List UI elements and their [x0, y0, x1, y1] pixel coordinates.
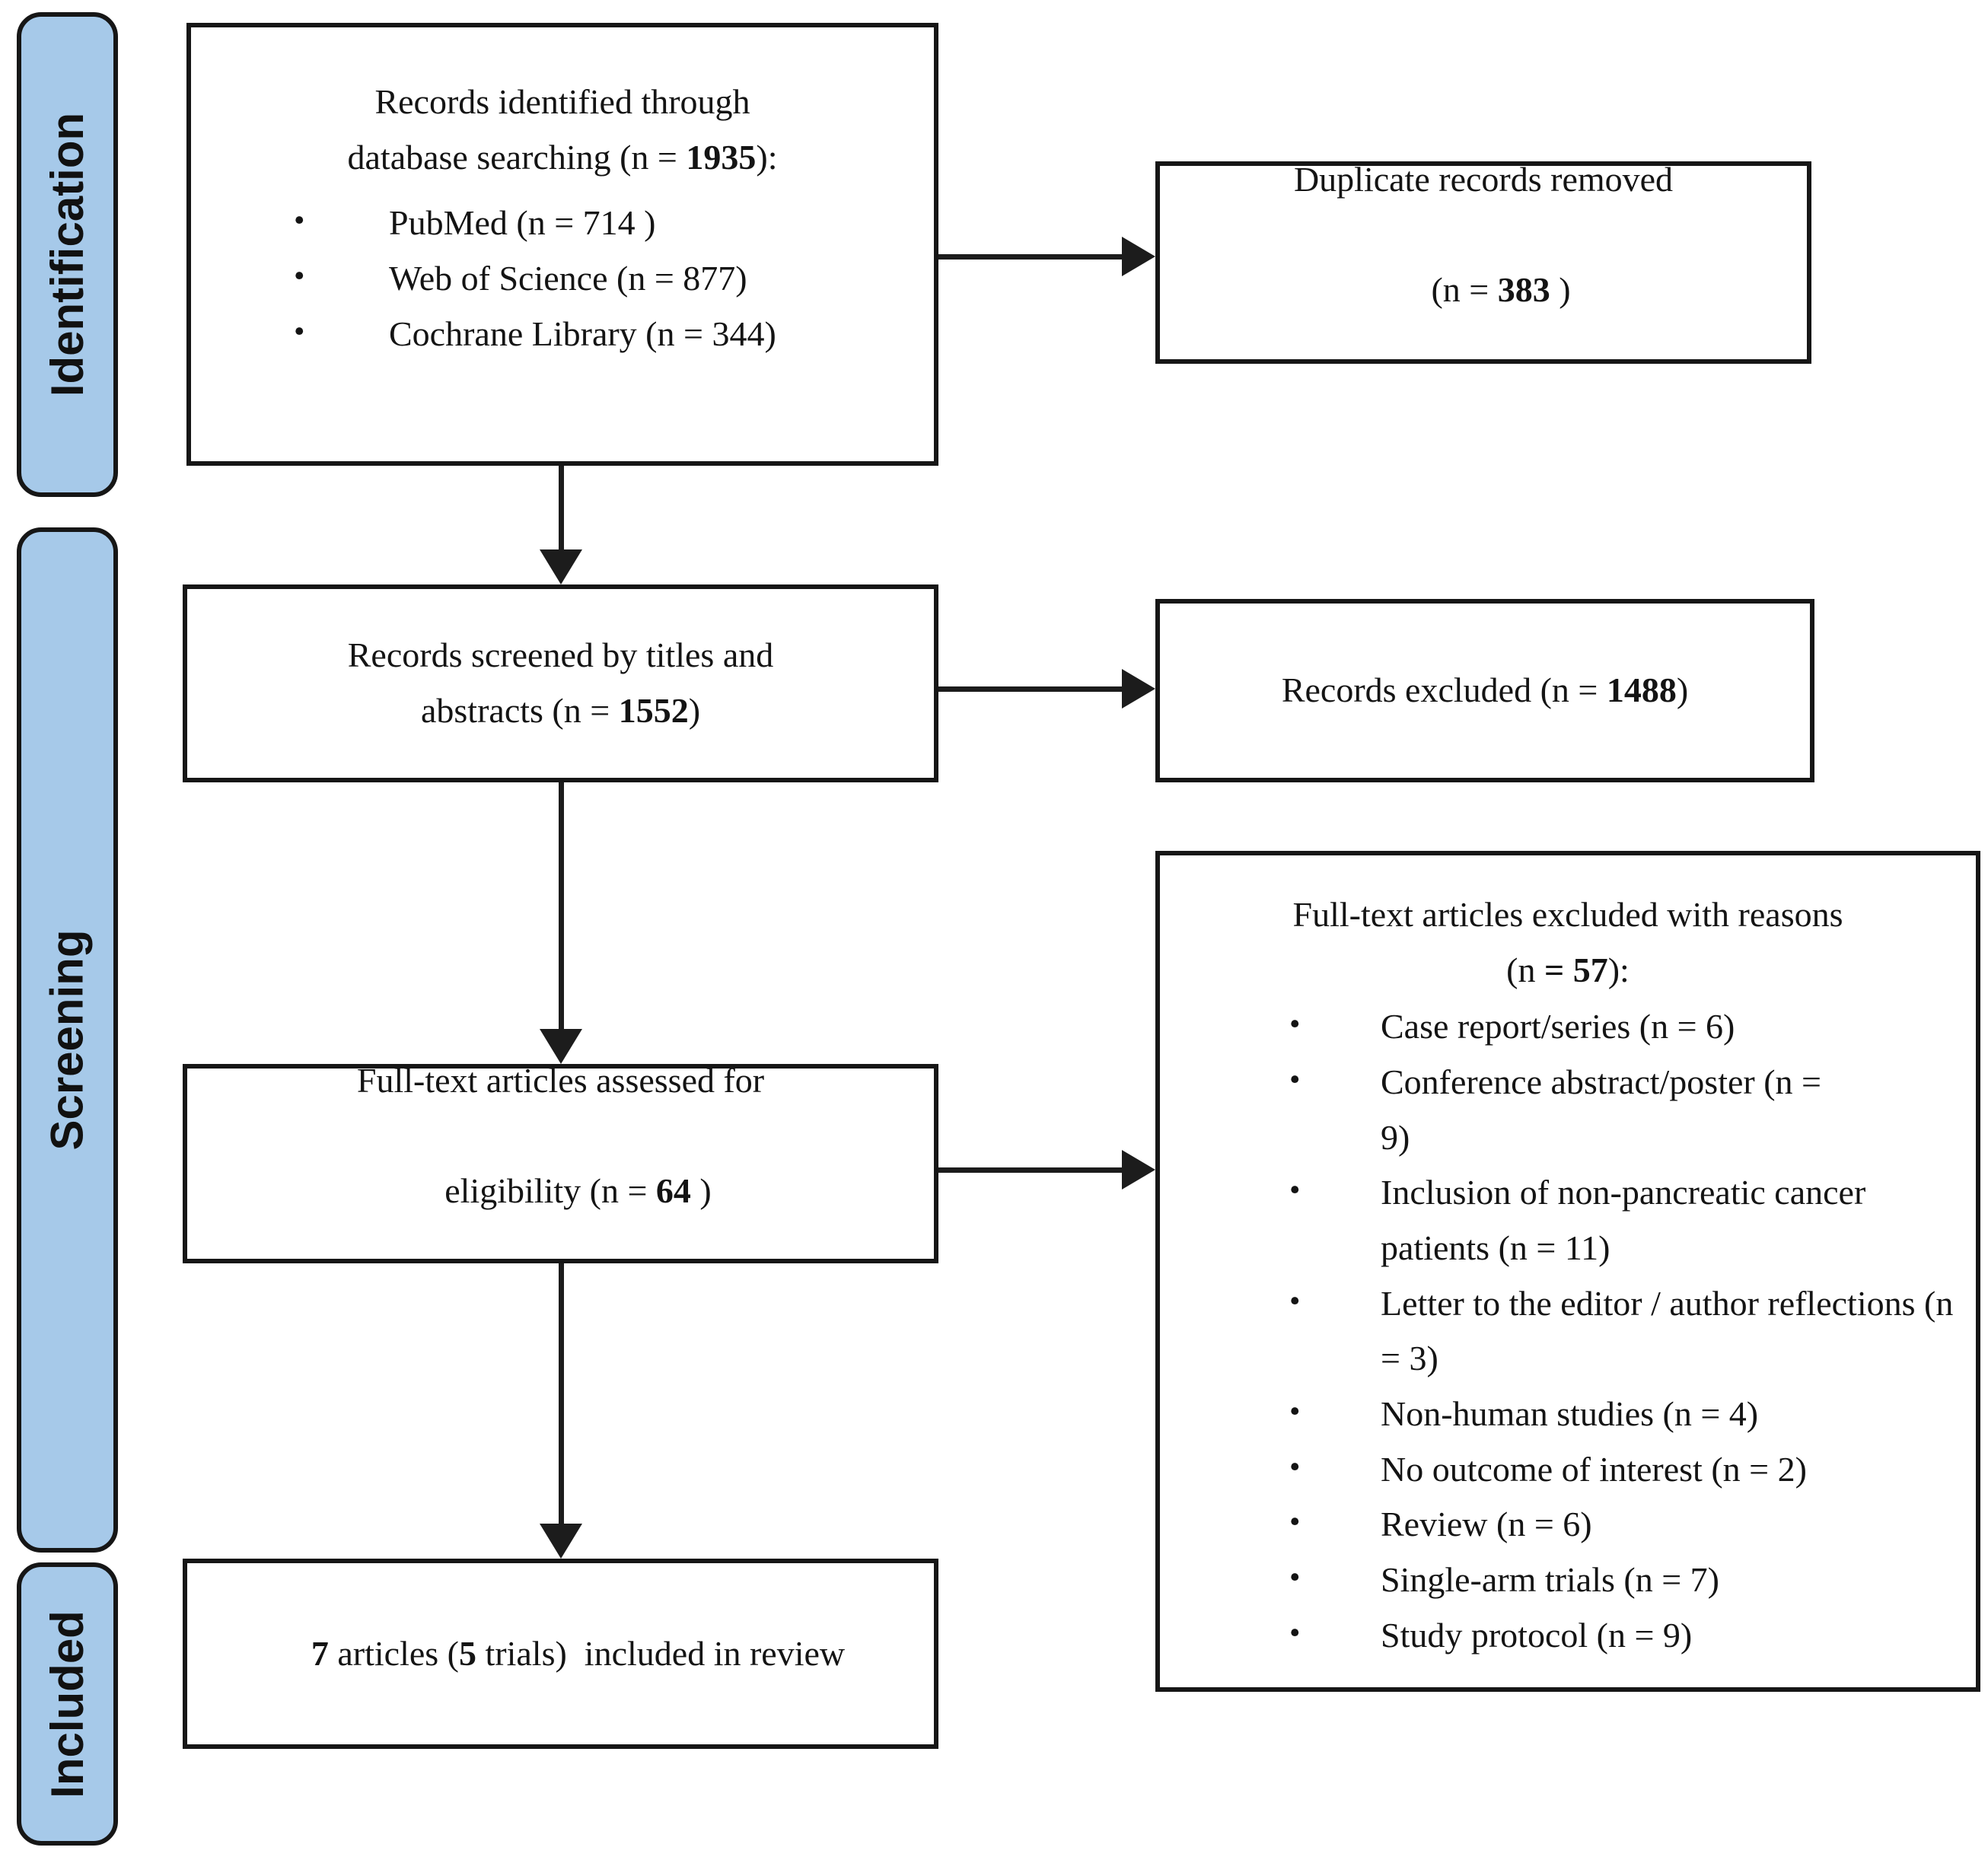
exclusion-reason-list: Case report/series (n = 6) Conference ab… — [1289, 999, 1976, 1663]
list-item: Cochrane Library (n = 344) — [294, 307, 903, 362]
arrow-shaft — [938, 253, 1126, 260]
records-identified-line2: database searching (n = 1935): — [191, 130, 934, 186]
screened-text1: Records screened by titles and — [347, 635, 774, 675]
reasons-title-text: Full-text articles excluded with reasons — [1292, 895, 1843, 934]
arrow-head-icon — [540, 549, 582, 584]
duplicates-text1: Duplicate records removed — [1293, 159, 1674, 199]
duplicates-text3: ) — [1550, 270, 1571, 309]
reasons-count-pre: (n — [1506, 950, 1544, 989]
records-identified-line1: Records identified through — [191, 75, 934, 130]
stage-label-identification: Identification — [42, 112, 93, 397]
arrow-head-icon — [1122, 237, 1155, 276]
database-list: PubMed (n = 714 ) Web of Science (n = 87… — [294, 196, 903, 361]
fulltext-text1: Full-text articles assessed for — [356, 1060, 765, 1100]
fulltext-text2: eligibility (n = — [444, 1171, 656, 1210]
box-records-excluded: Records excluded (n = 1488) — [1155, 599, 1814, 782]
excluded-text1: Records excluded (n = — [1281, 670, 1607, 710]
screened-line2: abstracts (n = 1552) — [421, 683, 700, 739]
arrow-shaft — [558, 466, 564, 554]
list-item: Review (n = 6) — [1289, 1497, 1976, 1553]
arrow-screened-to-excluded — [938, 669, 1155, 709]
box-included-in-review: 7 articles (5 trials) included in review — [183, 1559, 938, 1749]
arrow-shaft — [558, 782, 564, 1034]
included-line: 7 articles (5 trials) included in review — [276, 1571, 845, 1737]
fulltext-line2: eligibility (n = 64 ) — [409, 1108, 711, 1274]
arrow-identified-to-duplicates — [938, 237, 1155, 276]
arrow-fulltext-to-included — [540, 1263, 582, 1559]
arrow-head-icon — [540, 1029, 582, 1064]
excluded-line: Records excluded (n = 1488) — [1282, 663, 1688, 718]
reasons-count: = 57 — [1544, 950, 1608, 989]
arrow-shaft — [558, 1263, 564, 1528]
list-item: Letter to the editor / author reflection… — [1289, 1276, 1976, 1387]
stage-label-screening: Screening — [42, 929, 94, 1151]
reasons-count-post: ): — [1607, 950, 1630, 989]
box-fulltext-excluded-reasons: Full-text articles excluded with reasons… — [1155, 851, 1980, 1692]
arrow-screened-to-fulltext — [540, 782, 582, 1064]
box-duplicates-removed: Duplicate records removed (n = 383 ) — [1155, 160, 1811, 364]
list-item: Non-human studies (n = 4) — [1289, 1387, 1976, 1442]
box-records-identified: Records identified through database sear… — [186, 23, 938, 466]
stage-bar-screening: Screening — [17, 527, 118, 1553]
included-text1: articles ( — [328, 1633, 459, 1673]
screened-line1: Records screened by titles and — [348, 628, 773, 683]
stage-bar-identification: Identification — [17, 12, 118, 497]
list-item: Inclusion of non-pancreatic cancer patie… — [1289, 1165, 1976, 1276]
arrow-head-icon — [1122, 1150, 1155, 1190]
list-item: Single-arm trials (n = 7) — [1289, 1553, 1976, 1608]
duplicates-text2: (n = — [1431, 270, 1498, 309]
fulltext-line1: Full-text articles assessed for — [357, 1053, 764, 1109]
duplicates-count: 383 — [1497, 270, 1550, 309]
records-identified-text3: ): — [756, 137, 778, 177]
arrow-shaft — [938, 686, 1126, 692]
duplicates-line2: (n = 383 ) — [1396, 207, 1570, 373]
screened-count: 1552 — [618, 691, 689, 730]
box-records-screened: Records screened by titles and abstracts… — [183, 584, 938, 782]
arrow-fulltext-to-reasons — [938, 1150, 1155, 1190]
records-identified-text2: database searching (n = — [347, 137, 687, 177]
reasons-count-line: (n = 57): — [1160, 943, 1976, 998]
box-fulltext-assessed: Full-text articles assessed for eligibil… — [183, 1061, 938, 1263]
stage-label-included: Included — [42, 1610, 93, 1798]
records-identified-count: 1935 — [686, 137, 757, 177]
duplicates-line1: Duplicate records removed — [1294, 152, 1673, 208]
list-item: Study protocol (n = 9) — [1289, 1608, 1976, 1664]
screened-text2: abstracts (n = — [420, 691, 619, 730]
excluded-count: 1488 — [1606, 670, 1677, 710]
list-item: Conference abstract/poster (n = 9) — [1289, 1055, 1822, 1165]
arrow-head-icon — [540, 1524, 582, 1559]
list-item: No outcome of interest (n = 2) — [1289, 1442, 1976, 1498]
stage-bar-included: Included — [17, 1562, 118, 1846]
arrow-shaft — [938, 1167, 1126, 1173]
list-item: PubMed (n = 714 ) — [294, 196, 903, 251]
arrow-identified-to-screened — [540, 466, 582, 584]
included-trials-count: 5 — [459, 1633, 476, 1673]
included-text2: trials) included in review — [476, 1633, 846, 1673]
fulltext-text3: ) — [690, 1171, 712, 1210]
reasons-title: Full-text articles excluded with reasons — [1160, 887, 1976, 943]
list-item: Web of Science (n = 877) — [294, 251, 903, 307]
arrow-head-icon — [1122, 669, 1155, 709]
fulltext-count: 64 — [655, 1171, 691, 1210]
excluded-text2: ) — [1676, 670, 1689, 710]
records-identified-text1: Records identified through — [374, 82, 750, 121]
included-articles-count: 7 — [311, 1633, 329, 1673]
screened-text3: ) — [688, 691, 701, 730]
list-item: Case report/series (n = 6) — [1289, 999, 1976, 1055]
